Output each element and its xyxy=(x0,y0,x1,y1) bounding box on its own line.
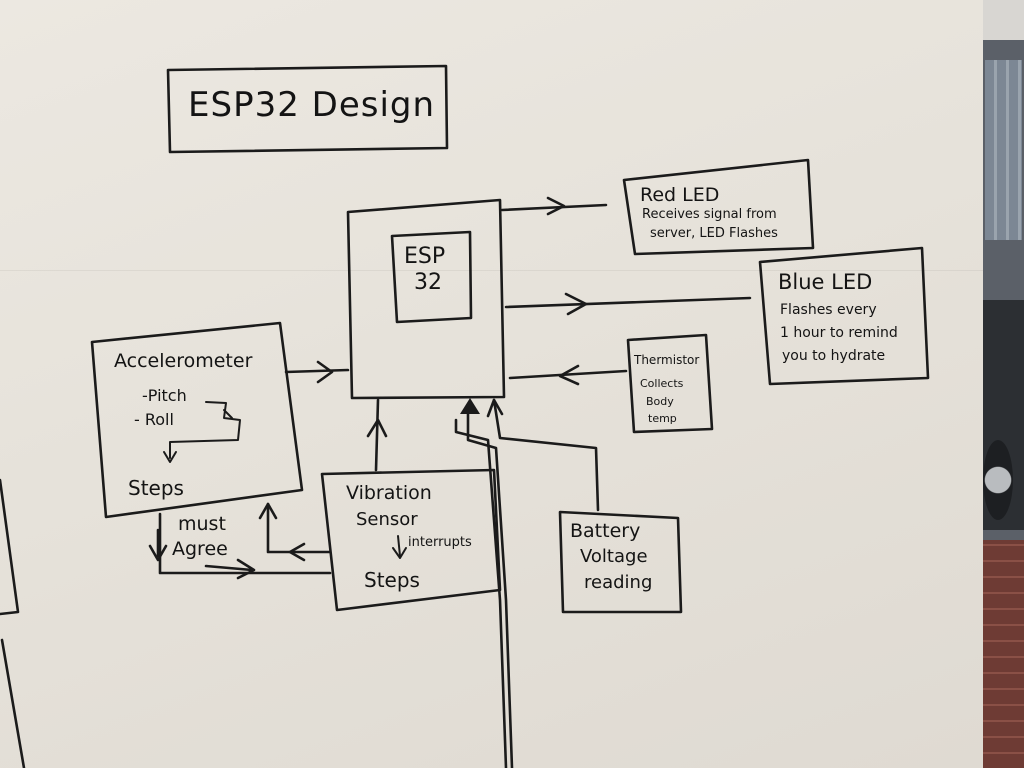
esp32-label-line2: 32 xyxy=(414,270,442,295)
whiteboard-seam xyxy=(0,270,985,271)
diagram-drawing xyxy=(0,64,930,768)
battery-line1: Battery xyxy=(570,520,641,542)
arrow-agree-right-head xyxy=(236,558,256,580)
pitch-roll-bracket-head xyxy=(163,451,177,463)
esp32-inner-box xyxy=(390,230,473,324)
arrow-from-accelerometer xyxy=(284,368,350,374)
left-edge-box xyxy=(0,478,20,616)
thermistor-desc-line1: Collects xyxy=(640,377,684,390)
car-wheel xyxy=(983,440,1013,520)
arrow-to-red-led xyxy=(500,203,608,212)
arrow-from-vibration-head xyxy=(366,418,388,438)
pitch-roll-bracket xyxy=(169,401,241,459)
vibration-sensor-steps: Steps xyxy=(364,568,420,592)
left-edge-line xyxy=(0,638,26,768)
diagram-title: ESP32 Design xyxy=(188,85,436,125)
red-led-desc-line1: Receives signal from xyxy=(642,207,777,222)
battery-line2: Voltage xyxy=(580,546,648,567)
battery-line3: reading xyxy=(584,572,653,593)
power-cable-right xyxy=(454,418,508,768)
vibration-sensor-note: interrupts xyxy=(408,535,472,550)
blue-led-title: Blue LED xyxy=(778,270,873,294)
blue-led-desc-line3: you to hydrate xyxy=(782,348,886,364)
arrow-to-red-led-head xyxy=(546,196,566,216)
accelerometer-title: Accelerometer xyxy=(114,350,253,372)
brick-pavement xyxy=(983,540,1024,768)
window-background xyxy=(983,0,1024,768)
must-agree-frame xyxy=(158,512,332,575)
thermistor-desc-line3: temp xyxy=(648,412,677,425)
esp32-outer-box xyxy=(346,198,506,400)
thermistor-desc-line2: Body xyxy=(646,395,674,408)
accelerometer-box xyxy=(90,321,304,519)
arrow-from-thermistor xyxy=(508,369,628,380)
arrow-from-vibration xyxy=(374,398,380,472)
battery-box xyxy=(558,510,683,614)
arrow-to-accel-from-vibration xyxy=(266,502,332,554)
arrow-left-head xyxy=(288,542,306,562)
vibration-sensor-line2: Sensor xyxy=(356,509,418,530)
window-frame xyxy=(983,0,1024,40)
blue-led-box xyxy=(758,246,930,386)
esp32-label-line1: ESP xyxy=(404,244,446,269)
window-glass xyxy=(985,60,1022,240)
accelerometer-roll: - Roll xyxy=(134,410,174,429)
arrow-from-battery xyxy=(492,398,600,512)
arrow-up-accel-head xyxy=(258,502,278,520)
vibration-sensor-line1: Vibration xyxy=(346,482,432,504)
arrow-down-left-head xyxy=(148,544,168,562)
blue-led-desc-line2: 1 hour to remind xyxy=(780,325,898,341)
interrupts-arrow-head xyxy=(392,547,407,559)
whiteboard xyxy=(0,0,985,768)
thermistor-title: Thermistor xyxy=(634,353,700,367)
accelerometer-pitch: -Pitch xyxy=(142,386,187,405)
red-led-title: Red LED xyxy=(640,184,720,206)
thermistor-box xyxy=(626,333,714,434)
arrow-to-blue-led-head xyxy=(564,292,588,316)
power-cable-left xyxy=(466,403,514,768)
arrow-to-blue-led xyxy=(504,296,752,309)
arrow-from-battery-head xyxy=(486,398,504,418)
red-led-box xyxy=(622,158,815,256)
arrow-from-thermistor-head xyxy=(558,364,580,386)
arrow-from-accelerometer-head xyxy=(316,360,334,384)
accelerometer-steps: Steps xyxy=(128,476,184,500)
must-agree-line1: must xyxy=(178,513,226,535)
arrow-agree-right xyxy=(204,564,254,572)
blue-led-desc-line1: Flashes every xyxy=(780,302,877,318)
red-led-desc-line2: server, LED Flashes xyxy=(650,226,778,241)
pitch-roll-bracket-tick xyxy=(223,409,233,419)
interrupts-arrow xyxy=(397,535,401,557)
title-box xyxy=(166,64,449,154)
power-arrow-head xyxy=(460,398,480,414)
must-agree-line2: Agree xyxy=(172,538,228,560)
